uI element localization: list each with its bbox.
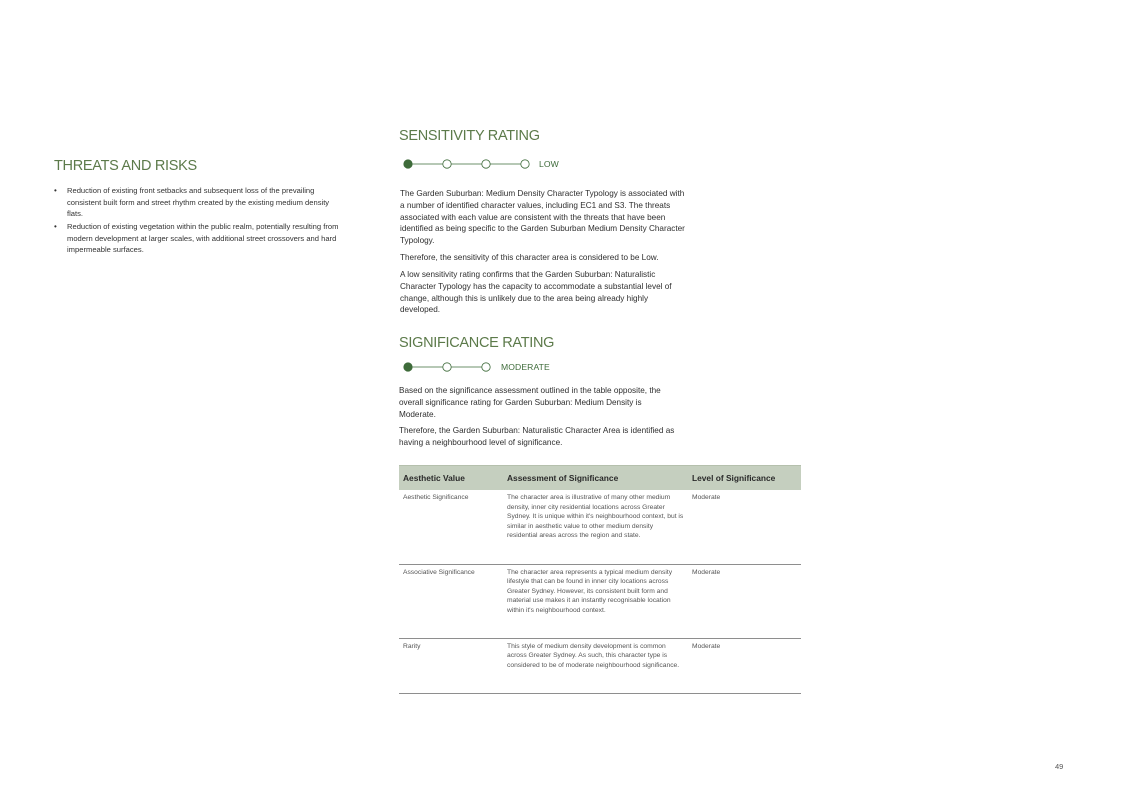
scale-dot-empty <box>481 159 491 169</box>
table-row: Rarity This style of medium density deve… <box>399 638 801 694</box>
scale-dot-filled <box>403 159 413 169</box>
level-cell: Moderate <box>688 490 801 565</box>
significance-rating-label: MODERATE <box>501 362 550 372</box>
value-cell: Aesthetic Significance <box>399 490 503 565</box>
scale-dot-empty <box>520 159 530 169</box>
significance-title: SIGNIFICANCE RATING <box>399 335 555 351</box>
assessment-cell: This style of medium density development… <box>503 638 688 694</box>
sensitivity-paragraph: Therefore, the sensitivity of this chara… <box>400 253 659 262</box>
threat-item: Reduction of existing front setbacks and… <box>54 185 344 220</box>
sensitivity-rating-label: LOW <box>539 159 559 169</box>
scale-dot-empty <box>442 362 452 372</box>
sensitivity-paragraph: The Garden Suburban: Medium Density Char… <box>400 189 685 246</box>
level-cell: Moderate <box>688 564 801 639</box>
column-header: Aesthetic Value <box>399 465 503 490</box>
scale-dot-empty <box>481 362 491 372</box>
table-row: Aesthetic Significance The character are… <box>399 490 801 565</box>
sensitivity-scale-graphic <box>403 159 530 169</box>
column-header: Assessment of Significance <box>503 465 688 490</box>
value-cell: Associative Significance <box>399 564 503 639</box>
page-number: 49 <box>1055 762 1064 771</box>
significance-scale-graphic <box>403 362 491 372</box>
significance-table: Aesthetic Value Assessment of Significan… <box>399 465 801 694</box>
table-header-row: Aesthetic Value Assessment of Significan… <box>399 465 801 490</box>
sensitivity-paragraph: A low sensitivity rating confirms that t… <box>400 270 672 315</box>
column-header: Level of Significance <box>688 465 801 490</box>
significance-paragraph: Based on the significance assessment out… <box>399 386 661 419</box>
level-cell: Moderate <box>688 638 801 694</box>
significance-paragraph: Therefore, the Garden Suburban: Naturali… <box>399 426 675 447</box>
assessment-cell: The character area is illustrative of ma… <box>503 490 688 565</box>
threats-title: THREATS AND RISKS <box>54 158 197 174</box>
threat-item: Reduction of existing vegetation within … <box>54 221 344 256</box>
sensitivity-title: SENSITIVITY RATING <box>399 128 540 144</box>
scale-dot-empty <box>442 159 452 169</box>
scale-dot-filled <box>403 362 413 372</box>
table-row: Associative Significance The character a… <box>399 564 801 639</box>
assessment-cell: The character area represents a typical … <box>503 564 688 639</box>
value-cell: Rarity <box>399 638 503 694</box>
threats-list: Reduction of existing front setbacks and… <box>54 185 344 258</box>
